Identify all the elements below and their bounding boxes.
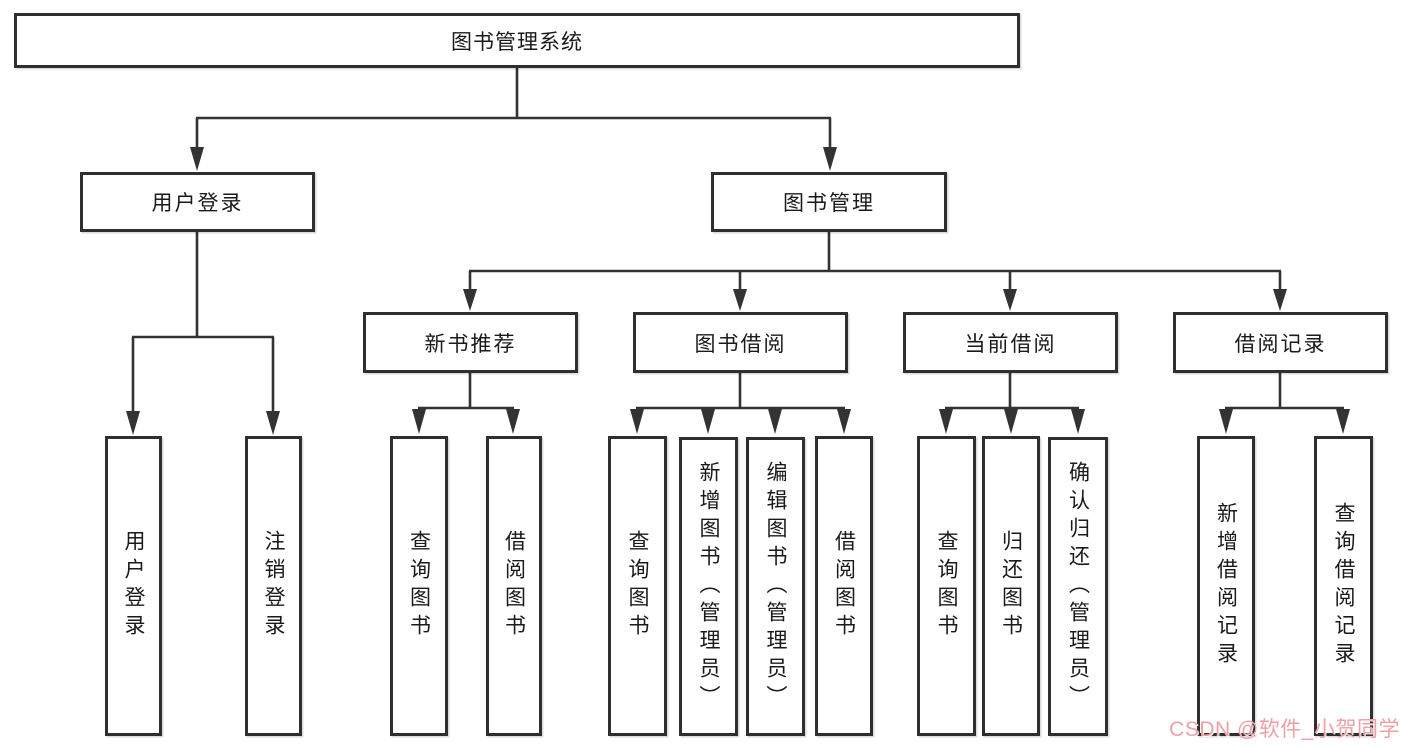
node-label: 确认归还（管理员） <box>1066 460 1090 713</box>
node-label: 查询图书 <box>935 530 958 642</box>
arrowhead <box>126 411 140 435</box>
node-label: 借阅图书 <box>832 530 856 642</box>
node-label: 图书管理系统 <box>451 30 583 54</box>
node-label: 归还图书 <box>999 530 1023 642</box>
node-label: 查询图书 <box>626 530 649 642</box>
arrowhead <box>823 147 837 171</box>
leaf-query-book-3: 查询图书 <box>917 436 976 736</box>
node-label: 查询图书 <box>407 530 431 642</box>
node-label: 查询借阅记录 <box>1332 502 1355 670</box>
node-user-login: 用户登录 <box>80 172 315 232</box>
node-book-borrow: 图书借阅 <box>633 312 848 373</box>
leaf-query-borrow-record: 查询借阅记录 <box>1314 436 1373 736</box>
node-label: 注销登录 <box>262 530 285 642</box>
arrowhead <box>1219 409 1233 434</box>
node-label: 当前借阅 <box>964 332 1057 356</box>
node-book-management: 图书管理 <box>711 172 947 232</box>
arrowhead <box>190 147 204 171</box>
arrowhead <box>701 409 715 434</box>
leaf-return-book: 归还图书 <box>982 436 1040 736</box>
arrowhead <box>1071 409 1085 434</box>
leaf-add-borrow-record: 新增借阅记录 <box>1197 436 1255 736</box>
leaf-edit-book-admin: 编辑图书（管理员） <box>746 437 805 736</box>
arrowhead <box>837 409 851 434</box>
arrowhead <box>1336 409 1350 434</box>
node-label: 用户登录 <box>151 192 244 215</box>
leaf-user-login: 用户登录 <box>105 436 162 736</box>
node-label: 新增图书（管理员） <box>697 460 720 713</box>
node-current-borrow: 当前借阅 <box>903 312 1118 373</box>
watermark: CSDN @软件_小贺同学 <box>1169 718 1400 741</box>
arrowhead <box>733 289 747 311</box>
node-label: 借阅记录 <box>1234 332 1327 356</box>
arrowhead <box>768 409 782 434</box>
arrowhead <box>1003 289 1017 311</box>
leaf-borrow-book-2: 借阅图书 <box>815 436 873 736</box>
leaf-confirm-return-admin: 确认归还（管理员） <box>1048 437 1108 736</box>
arrowhead <box>266 411 280 435</box>
node-label: 新增借阅记录 <box>1214 502 1238 670</box>
arrowhead <box>412 409 426 434</box>
leaf-query-book-2: 查询图书 <box>608 436 667 736</box>
node-borrow-records: 借阅记录 <box>1173 312 1388 373</box>
leaf-query-book-1: 查询图书 <box>390 436 448 736</box>
arrowhead <box>506 409 520 434</box>
arrowhead <box>1004 409 1018 434</box>
node-label: 编辑图书（管理员） <box>764 460 787 713</box>
node-label: 借阅图书 <box>502 530 526 642</box>
node-root: 图书管理系统 <box>14 13 1020 68</box>
arrowhead <box>630 409 644 434</box>
node-new-book-recommend: 新书推荐 <box>363 312 578 373</box>
arrowhead <box>939 409 953 434</box>
arrowhead <box>463 289 477 311</box>
leaf-borrow-book-1: 借阅图书 <box>486 436 542 736</box>
leaf-add-book-admin: 新增图书（管理员） <box>679 437 738 736</box>
leaf-logout: 注销登录 <box>245 436 302 736</box>
arrowhead <box>1273 289 1287 311</box>
node-label: 图书借阅 <box>694 332 787 356</box>
node-label: 用户登录 <box>122 530 145 642</box>
node-label: 图书管理 <box>783 192 875 215</box>
node-label: 新书推荐 <box>424 332 517 356</box>
